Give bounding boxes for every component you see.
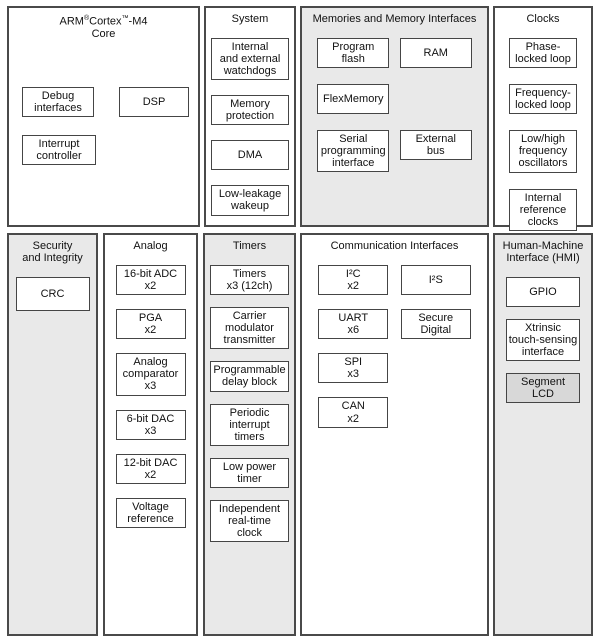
block-memory-protection: Memory protection (211, 95, 289, 126)
block-6bit-dac: 6-bit DAC x3 (115, 409, 186, 440)
block-frequency-locked-loop: Frequency- locked loop (509, 84, 577, 115)
block-spi: SPI x3 (318, 353, 389, 384)
block-interrupt-controller: Interrupt controller (22, 135, 96, 166)
block-crc: CRC (15, 276, 90, 311)
section-title-memories: Memories and Memory Interfaces (312, 13, 477, 25)
grid-spacer (435, 353, 436, 383)
section-timers: Timers Timers x3 (12ch) Carrier modulato… (203, 233, 296, 636)
section-arm-cortex-m4-core: ARM®Cortex™-M4 Core Debug interfaces DSP… (7, 6, 200, 227)
section-memories: Memories and Memory Interfaces Program f… (300, 6, 489, 227)
block-carrier-modulator-transmitter: Carrier modulator transmitter (210, 307, 289, 350)
block-16bit-adc: 16-bit ADC x2 (115, 264, 186, 296)
block-xtrinsic-touch-sensing-interface: Xtrinsic touch-sensing interface (506, 318, 580, 362)
security-blocks: CRC (9, 276, 96, 311)
section-title-clocks: Clocks (526, 13, 560, 25)
block-watchdogs: Internal and external watchdogs (211, 37, 289, 81)
section-human-machine-interface: Human-Machine Interface (HMI) GPIO Xtrin… (493, 233, 593, 636)
block-uart: UART x6 (318, 309, 389, 340)
timers-blocks: Timers x3 (12ch) Carrier modulator trans… (205, 264, 294, 543)
block-gpio: GPIO (506, 276, 580, 307)
communication-blocks: I²C x2 I²S UART x6 Secure Digital SPI x3… (302, 264, 487, 428)
section-title-security: Security and Integrity (22, 240, 83, 264)
memories-blocks: Program flash RAM FlexMemory Serial prog… (302, 37, 487, 173)
section-title-analog: Analog (133, 240, 168, 252)
system-blocks: Internal and external watchdogs Memory p… (206, 37, 294, 216)
core-title-line2: Core (91, 28, 116, 41)
section-communication-interfaces: Communication Interfaces I²C x2 I²S UART… (300, 233, 489, 636)
block-low-power-timer: Low power timer (210, 457, 289, 488)
trademark-mark: ™ (121, 15, 129, 22)
core-title-cortex: Cortex (89, 15, 122, 28)
block-internal-reference-clocks: Internal reference clocks (509, 188, 577, 231)
analog-blocks: 16-bit ADC x2 PGA x2 Analog comparator x… (105, 264, 196, 529)
core-title-line1: ARM®Cortex™-M4 (9, 15, 198, 28)
block-ram: RAM (399, 37, 472, 68)
block-debug-interfaces: Debug interfaces (22, 87, 94, 118)
block-flexmemory: FlexMemory (317, 84, 390, 115)
block-i2s: I²S (400, 264, 471, 295)
registered-mark: ® (83, 15, 90, 22)
block-timers-x3: Timers x3 (12ch) (210, 264, 289, 296)
section-analog: Analog 16-bit ADC x2 PGA x2 Analog compa… (103, 233, 198, 636)
hmi-blocks: GPIO Xtrinsic touch-sensing interface Se… (495, 276, 591, 404)
core-title-arm: ARM (59, 15, 84, 28)
block-analog-comparator: Analog comparator x3 (115, 353, 186, 396)
section-title-timers: Timers (232, 240, 267, 252)
block-periodic-interrupt-timers: Periodic interrupt timers (210, 403, 289, 446)
block-segment-lcd: Segment LCD (506, 373, 580, 404)
block-voltage-reference: Voltage reference (115, 497, 186, 529)
block-program-flash: Program flash (317, 37, 390, 69)
block-low-high-frequency-oscillators: Low/high frequency oscillators (509, 130, 577, 173)
block-secure-digital: Secure Digital (400, 309, 471, 340)
block-dsp: DSP (119, 87, 189, 117)
section-title-system: System (231, 13, 269, 25)
block-external-bus: External bus (399, 130, 472, 161)
core-title-m4: -M4 (128, 15, 148, 28)
block-dma: DMA (211, 140, 289, 171)
block-programmable-delay-block: Programmable delay block (210, 361, 289, 392)
section-title-core: ARM®Cortex™-M4 Core (9, 8, 198, 41)
block-phase-locked-loop: Phase- locked loop (509, 37, 577, 69)
block-independent-real-time-clock: Independent real-time clock (210, 500, 289, 543)
clocks-blocks: Phase- locked loop Frequency- locked loo… (495, 37, 591, 231)
block-serial-programming-interface: Serial programming interface (317, 130, 390, 173)
section-clocks: Clocks Phase- locked loop Frequency- loc… (493, 6, 593, 231)
block-i2c: I²C x2 (318, 264, 389, 296)
section-title-hmi: Human-Machine Interface (HMI) (502, 240, 584, 264)
block-pga: PGA x2 (115, 309, 186, 340)
grid-spacer (435, 397, 436, 427)
section-system: System Internal and external watchdogs M… (204, 6, 296, 227)
section-security-and-integrity: Security and Integrity CRC (7, 233, 98, 636)
block-can: CAN x2 (318, 397, 389, 428)
grid-spacer (435, 84, 436, 114)
block-12bit-dac: 12-bit DAC x2 (115, 453, 186, 484)
section-title-communication: Communication Interfaces (330, 240, 459, 252)
block-low-leakage-wakeup: Low-leakage wakeup (211, 185, 289, 216)
